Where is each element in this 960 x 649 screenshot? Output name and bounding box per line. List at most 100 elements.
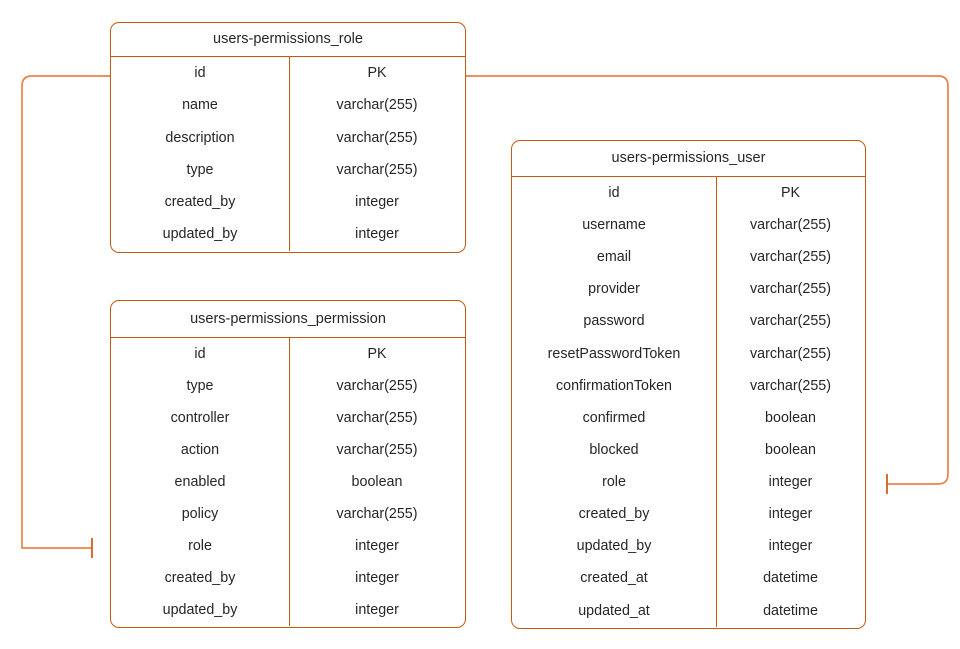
table-row[interactable]: id PK bbox=[111, 57, 465, 89]
field-name-cell: blocked bbox=[589, 442, 639, 458]
table-row[interactable]: action varchar(255) bbox=[111, 434, 465, 466]
field-type-cell: varchar(255) bbox=[749, 282, 832, 297]
field-type-cell: integer bbox=[355, 227, 399, 242]
field-name-cell: provider bbox=[588, 282, 640, 297]
field-name-cell: id bbox=[194, 66, 206, 81]
field-name-cell: updated_by bbox=[162, 227, 238, 242]
table-row[interactable]: password varchar(255) bbox=[512, 306, 865, 338]
field-type-cell: varchar(255) bbox=[749, 218, 832, 233]
field-name-cell: enabled bbox=[174, 474, 226, 489]
table-rows: id PK name varchar(255) description varchar(2… bbox=[111, 57, 465, 251]
table-rows: id PK username varchar(255) email varchar(255… bbox=[512, 177, 865, 627]
field-name-cell: name bbox=[182, 98, 218, 113]
table-row[interactable]: username varchar(255) bbox=[512, 209, 865, 241]
field-type-cell: varchar(255) bbox=[336, 130, 418, 145]
field-name-cell: created_by bbox=[578, 507, 650, 522]
column-divider bbox=[716, 177, 717, 627]
field-type-cell: integer bbox=[355, 602, 399, 617]
field-name-cell: updated_by bbox=[162, 602, 238, 617]
table-rows: id PK type varchar(255) controller varchar(25… bbox=[111, 338, 465, 626]
field-name-cell: created_by bbox=[164, 195, 236, 210]
table-row[interactable]: type varchar(255) bbox=[111, 370, 465, 402]
field-type-cell: datetime bbox=[763, 571, 818, 586]
field-name-cell: description bbox=[165, 130, 235, 145]
table-row[interactable]: blocked boolean bbox=[512, 434, 865, 466]
table-row[interactable]: enabled boolean bbox=[111, 466, 465, 498]
field-type-cell: varchar(255) bbox=[336, 442, 418, 458]
field-name-cell: type bbox=[186, 378, 214, 394]
table-row[interactable]: name varchar(255) bbox=[111, 89, 465, 121]
table-row[interactable]: email varchar(255) bbox=[512, 241, 865, 273]
table-row[interactable]: created_by integer bbox=[111, 562, 465, 594]
table-row[interactable]: updated_by integer bbox=[512, 530, 865, 562]
table-row[interactable]: provider varchar(255) bbox=[512, 273, 865, 305]
table-row[interactable]: id PK bbox=[512, 177, 865, 209]
field-type-cell: integer bbox=[768, 539, 813, 554]
field-type-cell: varchar(255) bbox=[749, 314, 832, 329]
field-name-cell: username bbox=[582, 218, 646, 233]
table-row[interactable]: role integer bbox=[111, 530, 465, 562]
field-name-cell: created_at bbox=[580, 571, 648, 586]
table-row[interactable]: created_by integer bbox=[111, 186, 465, 218]
field-type-cell: PK bbox=[780, 185, 801, 201]
field-type-cell: integer bbox=[768, 475, 813, 490]
field-type-cell: varchar(255) bbox=[749, 250, 832, 265]
field-name-cell: confirmationToken bbox=[555, 378, 673, 393]
table-row[interactable]: updated_at datetime bbox=[512, 595, 865, 627]
field-type-cell: varchar(255) bbox=[336, 98, 418, 113]
table-title: users-permissions_permission bbox=[111, 301, 465, 338]
table-row[interactable]: confirmationToken varchar(255) bbox=[512, 370, 865, 402]
field-type-cell: datetime bbox=[763, 603, 818, 618]
field-type-cell: PK bbox=[367, 346, 387, 362]
field-type-cell: integer bbox=[355, 570, 399, 585]
relationship-line-permission-role bbox=[21, 75, 110, 549]
field-name-cell: id bbox=[608, 185, 620, 201]
field-type-cell: boolean bbox=[351, 474, 403, 489]
field-type-cell: varchar(255) bbox=[336, 410, 418, 426]
table-title: users-permissions_role bbox=[111, 23, 465, 57]
table-row[interactable]: confirmed boolean bbox=[512, 402, 865, 434]
table-row[interactable]: created_at datetime bbox=[512, 563, 865, 595]
table-row[interactable]: created_by integer bbox=[512, 498, 865, 530]
field-name-cell: email bbox=[596, 250, 632, 265]
field-type-cell: varchar(255) bbox=[336, 162, 418, 178]
column-divider bbox=[289, 57, 290, 251]
field-name-cell: policy bbox=[181, 506, 219, 521]
field-type-cell: integer bbox=[355, 538, 399, 553]
column-divider bbox=[289, 338, 290, 626]
field-type-cell: varchar(255) bbox=[749, 378, 832, 393]
field-type-cell: integer bbox=[768, 507, 813, 522]
field-name-cell: role bbox=[188, 538, 212, 553]
field-name-cell: password bbox=[583, 314, 645, 329]
field-name-cell: resetPasswordToken bbox=[547, 346, 681, 361]
table-row[interactable]: role integer bbox=[512, 466, 865, 498]
table-row[interactable]: id PK bbox=[111, 338, 465, 370]
field-name-cell: role bbox=[602, 475, 626, 490]
table-row[interactable]: policy varchar(255) bbox=[111, 498, 465, 530]
table-row[interactable]: updated_by integer bbox=[111, 594, 465, 626]
field-type-cell: varchar(255) bbox=[336, 506, 418, 521]
field-type-cell: boolean bbox=[765, 410, 816, 426]
table-title: users-permissions_user bbox=[512, 141, 865, 177]
field-name-cell: confirmed bbox=[582, 410, 646, 426]
field-name-cell: created_by bbox=[164, 570, 236, 585]
field-type-cell: PK bbox=[367, 66, 387, 81]
field-name-cell: id bbox=[194, 346, 206, 362]
field-type-cell: integer bbox=[355, 195, 399, 210]
field-name-cell: controller bbox=[170, 410, 230, 426]
table-row[interactable]: controller varchar(255) bbox=[111, 402, 465, 434]
table-row[interactable]: updated_by integer bbox=[111, 218, 465, 250]
field-name-cell: updated_by bbox=[576, 539, 652, 554]
field-name-cell: updated_at bbox=[578, 603, 650, 618]
field-name-cell: type bbox=[186, 162, 214, 178]
field-type-cell: boolean bbox=[765, 442, 816, 458]
field-type-cell: varchar(255) bbox=[336, 378, 418, 394]
table-row[interactable]: description varchar(255) bbox=[111, 122, 465, 154]
table-row[interactable]: type varchar(255) bbox=[111, 154, 465, 186]
field-name-cell: action bbox=[180, 442, 220, 458]
